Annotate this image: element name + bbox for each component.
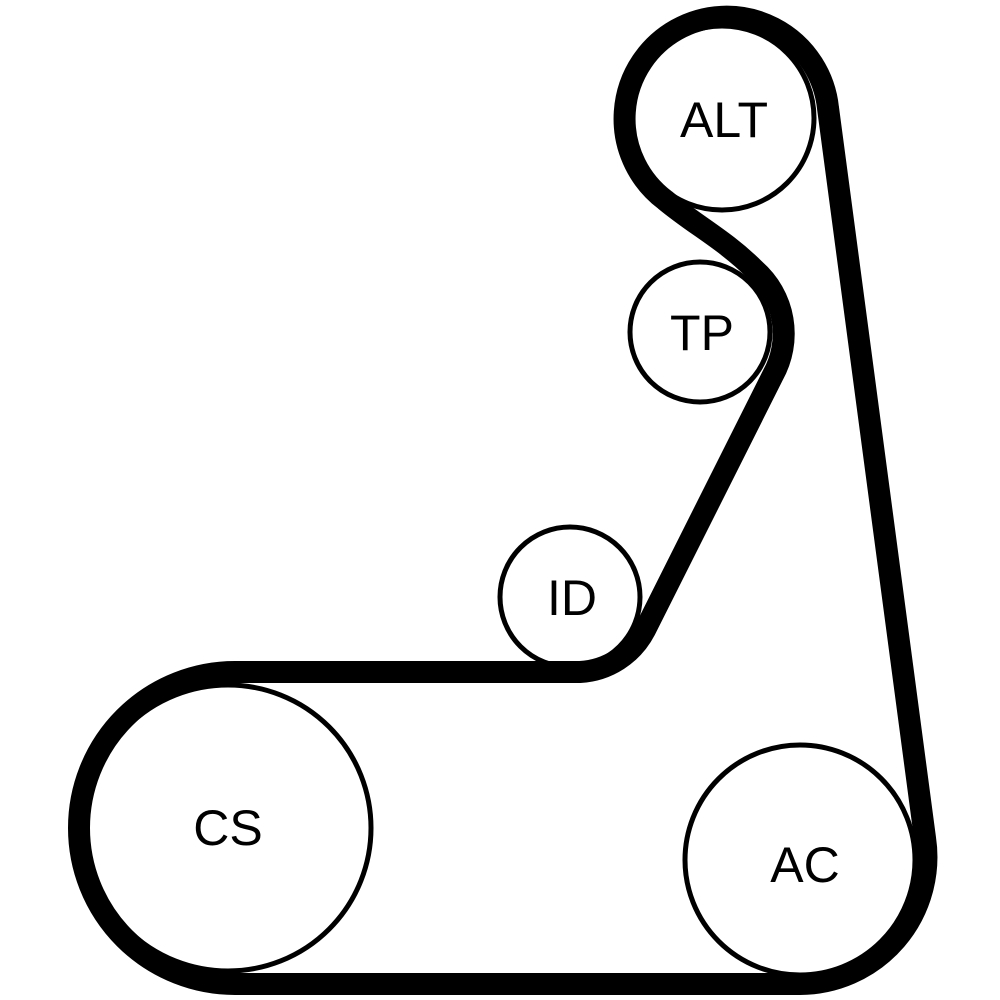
pulley-tp xyxy=(627,259,773,405)
pulley-tp-label: TP xyxy=(670,305,734,361)
pulley-cs-label: CS xyxy=(193,800,262,856)
serpentine-belt xyxy=(68,5,938,995)
pulley-ac-label: AC xyxy=(770,837,839,893)
pulley-id-label: ID xyxy=(547,570,597,626)
pulley-alt-label: ALT xyxy=(680,92,768,148)
